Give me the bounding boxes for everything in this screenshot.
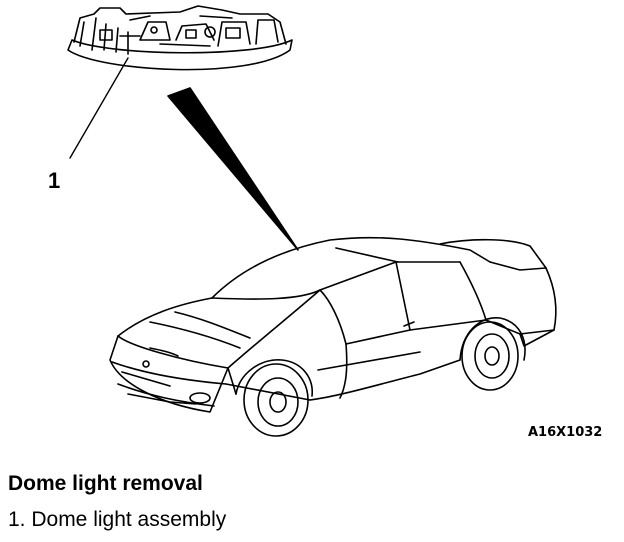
front-wheel xyxy=(235,359,313,437)
figure-code: A16X1032 xyxy=(528,425,603,440)
dome-light-assembly xyxy=(67,5,293,71)
callout-number-1: 1 xyxy=(48,168,61,193)
car-illustration xyxy=(109,236,557,437)
pointer-arrow xyxy=(167,87,299,251)
rear-wheel xyxy=(459,317,526,391)
caption-title: Dome light removal xyxy=(8,472,203,495)
caption-item: 1. Dome light assembly xyxy=(8,508,227,531)
callout-leader-line xyxy=(69,57,129,159)
dome-light-diagram xyxy=(67,5,557,437)
